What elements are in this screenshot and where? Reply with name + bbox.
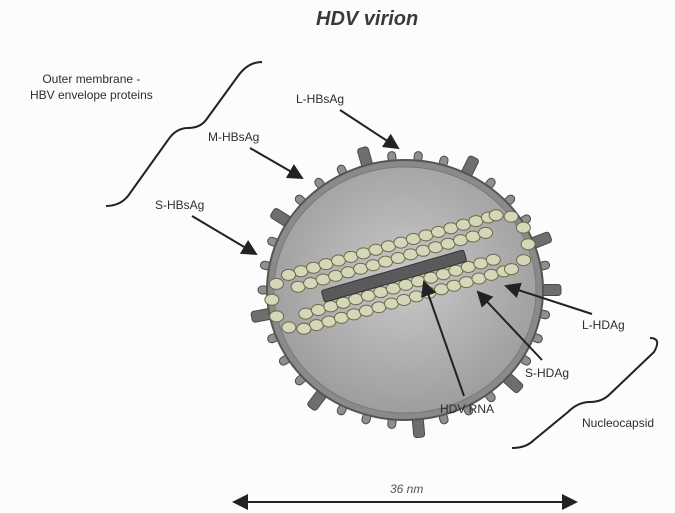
hdag-bead: [311, 305, 325, 316]
hdag-bead: [416, 245, 430, 256]
hdag-bead: [379, 256, 393, 267]
hdag-bead: [349, 294, 363, 305]
hdag-bead: [265, 294, 279, 305]
hdag-bead: [456, 219, 470, 230]
hdag-bead: [307, 262, 321, 273]
hdag-bead: [316, 274, 330, 285]
hdag-bead: [411, 276, 425, 287]
hdag-bead: [431, 226, 445, 237]
hdag-bead: [341, 267, 355, 278]
hdag-bead: [304, 278, 318, 289]
hdag-bead: [369, 244, 383, 255]
hdag-bead: [270, 311, 284, 322]
s-hbsag-label: S-HBsAg: [155, 198, 204, 212]
s-hdag-label: S-HDAg: [525, 366, 569, 380]
m-hbsag-label: M-HBsAg: [208, 130, 259, 144]
hdag-bead: [406, 234, 420, 245]
hdag-bead: [361, 290, 375, 301]
hdag-bead: [479, 227, 493, 238]
hdag-bead: [269, 278, 283, 289]
hdag-bead: [354, 263, 368, 274]
hdag-bead: [474, 258, 488, 269]
hdag-bead: [434, 284, 448, 295]
figure-title: HDV virion: [316, 8, 418, 31]
l-hbsag-label: L-HBsAg: [296, 92, 344, 106]
hdag-bead: [466, 231, 480, 242]
hdag-bead: [489, 210, 503, 221]
hdag-bead: [419, 230, 433, 241]
hdag-bead: [366, 260, 380, 271]
hdag-bead: [516, 222, 530, 233]
hdag-bead: [291, 281, 305, 292]
hdag-bead: [447, 280, 461, 291]
hdag-bead: [372, 302, 386, 313]
hdag-bead: [486, 254, 500, 265]
hdag-bead: [469, 216, 483, 227]
hdag-bead: [459, 277, 473, 288]
hdag-bead: [282, 322, 296, 333]
outer-membrane-label: Outer membrane - HBV envelope proteins: [30, 71, 153, 103]
hdag-bead: [449, 265, 463, 276]
hdag-bead: [334, 312, 348, 323]
hdag-bead: [521, 239, 535, 250]
hdag-bead: [391, 253, 405, 264]
hdag-bead: [484, 269, 498, 280]
outer-membrane-label-line2: HBV envelope proteins: [30, 87, 153, 103]
hdag-bead: [461, 262, 475, 273]
hdag-bead: [299, 308, 313, 319]
hdag-bead: [309, 320, 323, 331]
s-hbsag-arrow: [192, 216, 256, 254]
l-hdag-label: L-HDAg: [582, 318, 625, 332]
hdag-bead: [472, 273, 486, 284]
hdag-bead: [347, 309, 361, 320]
outer-membrane-label-line1: Outer membrane -: [30, 71, 153, 87]
hdag-bead: [282, 269, 296, 280]
hdag-bead: [329, 270, 343, 281]
hdag-bead: [454, 235, 468, 246]
m-hbsag-arrow: [250, 148, 302, 178]
hdag-bead: [332, 255, 346, 266]
hdag-bead: [397, 295, 411, 306]
hdag-bead: [344, 251, 358, 262]
hdag-bead: [505, 264, 519, 275]
hdag-bead: [404, 249, 418, 260]
hdag-bead: [394, 237, 408, 248]
hdag-bead: [386, 283, 400, 294]
nucleocapsid-label: Nucleocapsid: [582, 416, 654, 430]
hdag-bead: [504, 211, 518, 222]
hdag-bead: [424, 272, 438, 283]
hdag-bead: [297, 323, 311, 334]
hdag-bead: [429, 242, 443, 253]
hdag-bead: [324, 301, 338, 312]
hdag-bead: [319, 259, 333, 270]
hdag-bead: [399, 279, 413, 290]
hdag-bead: [356, 248, 370, 259]
nucleocapsid-bracket: [512, 338, 657, 448]
scale-label: 36 nm: [390, 482, 423, 496]
l-hbsag-arrow: [340, 110, 398, 148]
hdag-bead: [294, 266, 308, 277]
hdag-bead: [374, 287, 388, 298]
hdag-bead: [359, 305, 373, 316]
hdag-bead: [322, 316, 336, 327]
hdv-rna-label: HDV RNA: [440, 402, 494, 416]
hdag-bead: [384, 298, 398, 309]
hdag-bead: [436, 269, 450, 280]
hdag-bead: [517, 255, 531, 266]
hdag-bead: [381, 241, 395, 252]
hdag-bead: [336, 297, 350, 308]
hdag-bead: [444, 223, 458, 234]
hdag-bead: [441, 238, 455, 249]
hdag-bead: [409, 291, 423, 302]
